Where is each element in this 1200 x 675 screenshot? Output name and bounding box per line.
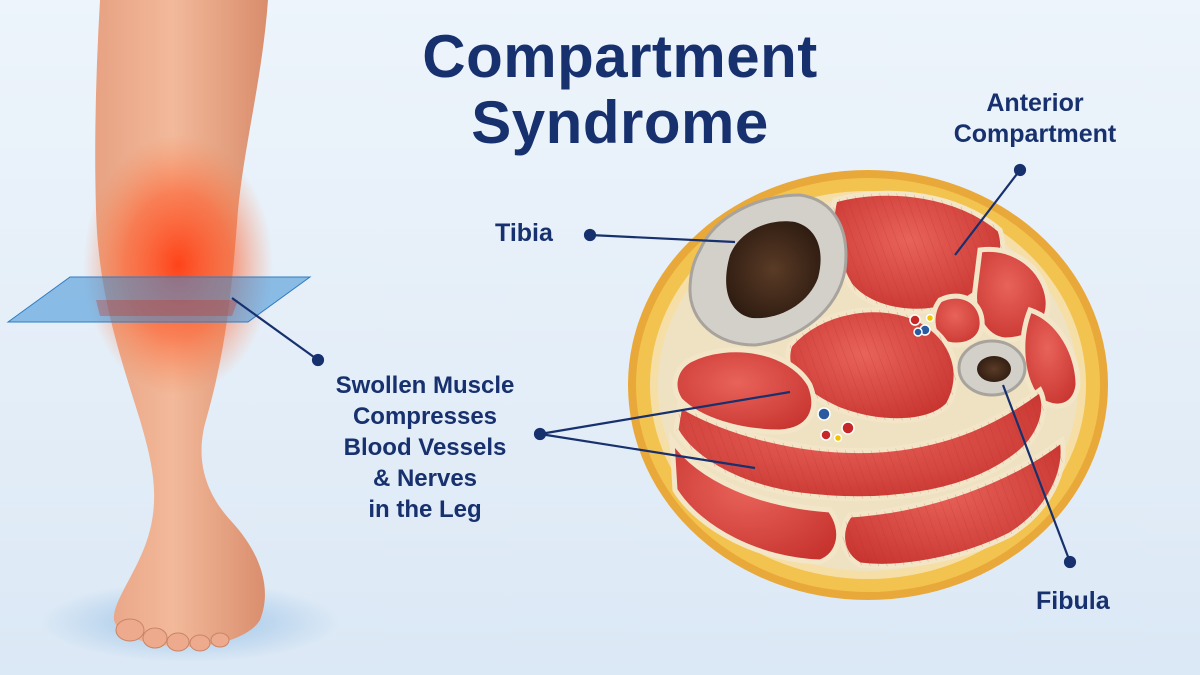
leg-illustration — [6, 0, 340, 662]
label-anterior-line2: Compartment — [953, 120, 1117, 148]
swollen-line-1: Swollen Muscle — [335, 372, 515, 399]
tibia-bone — [688, 193, 848, 347]
muscle-bottom-left — [668, 431, 842, 565]
title-line-1: Compartment — [422, 23, 818, 90]
cross-section-plane — [6, 276, 312, 323]
fibula-bone — [957, 339, 1027, 397]
inflammation-glow — [83, 135, 273, 395]
cross-section — [628, 170, 1108, 600]
blood-vessels — [817, 313, 935, 443]
callout-lines — [231, 163, 1077, 569]
swollen-line-4: & Nerves — [372, 465, 478, 492]
label-tibia: Tibia — [495, 219, 553, 247]
title-line-2: Syndrome — [471, 89, 769, 156]
label-anterior-line1: Anterior — [986, 89, 1084, 117]
muscle-posterior-left — [672, 347, 817, 435]
toes — [115, 618, 230, 652]
page-title: Compartment Syndrome — [330, 24, 910, 156]
swollen-line-3: Blood Vessels — [343, 434, 507, 461]
label-anterior-compartment: Anterior Compartment — [930, 88, 1140, 150]
muscle-groups — [668, 190, 1081, 569]
plane-leg-intersection — [96, 300, 238, 316]
swollen-line-2: Compresses — [352, 403, 498, 430]
label-fibula: Fibula — [1036, 587, 1110, 615]
label-swollen-muscle: Swollen Muscle Compresses Blood Vessels … — [300, 370, 550, 525]
swollen-line-5: in the Leg — [368, 496, 482, 523]
